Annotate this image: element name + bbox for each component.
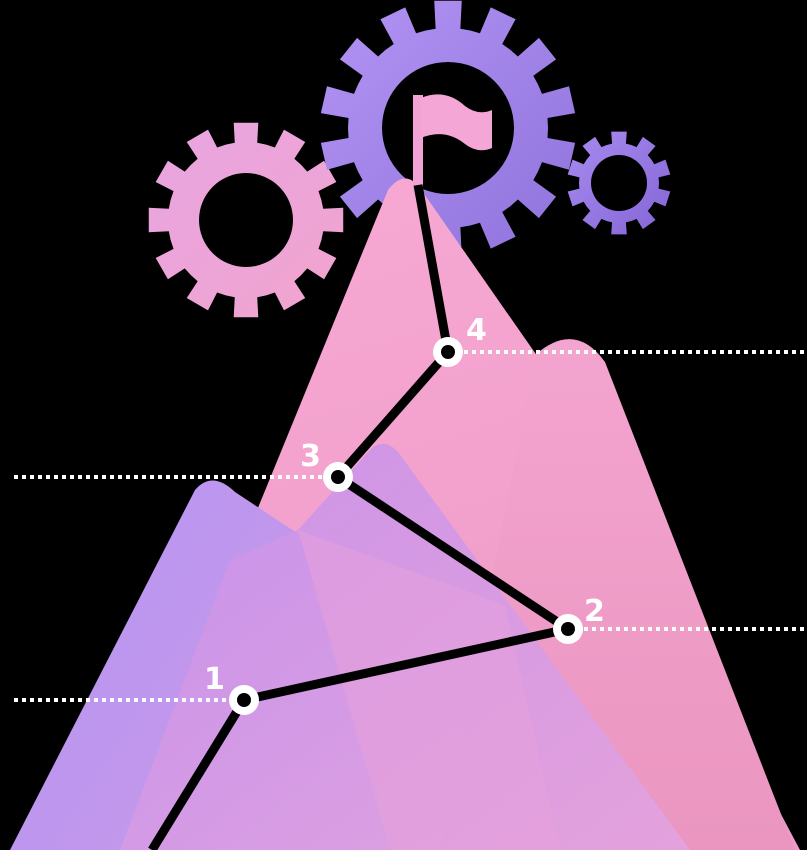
step-marker-2	[553, 614, 583, 644]
step-label-3: 3	[300, 439, 321, 474]
gear-icon	[568, 132, 671, 235]
step-marker-4	[433, 337, 463, 367]
step-label-2: 2	[584, 594, 605, 629]
step-marker-3	[323, 462, 353, 492]
step-label-4: 4	[466, 313, 487, 348]
step-marker-1	[229, 685, 259, 715]
gear-hole	[199, 173, 293, 267]
gear-hole	[591, 155, 647, 211]
mountain-range	[10, 178, 800, 850]
gear-icon	[149, 123, 343, 317]
step-label-1: 1	[204, 662, 225, 697]
